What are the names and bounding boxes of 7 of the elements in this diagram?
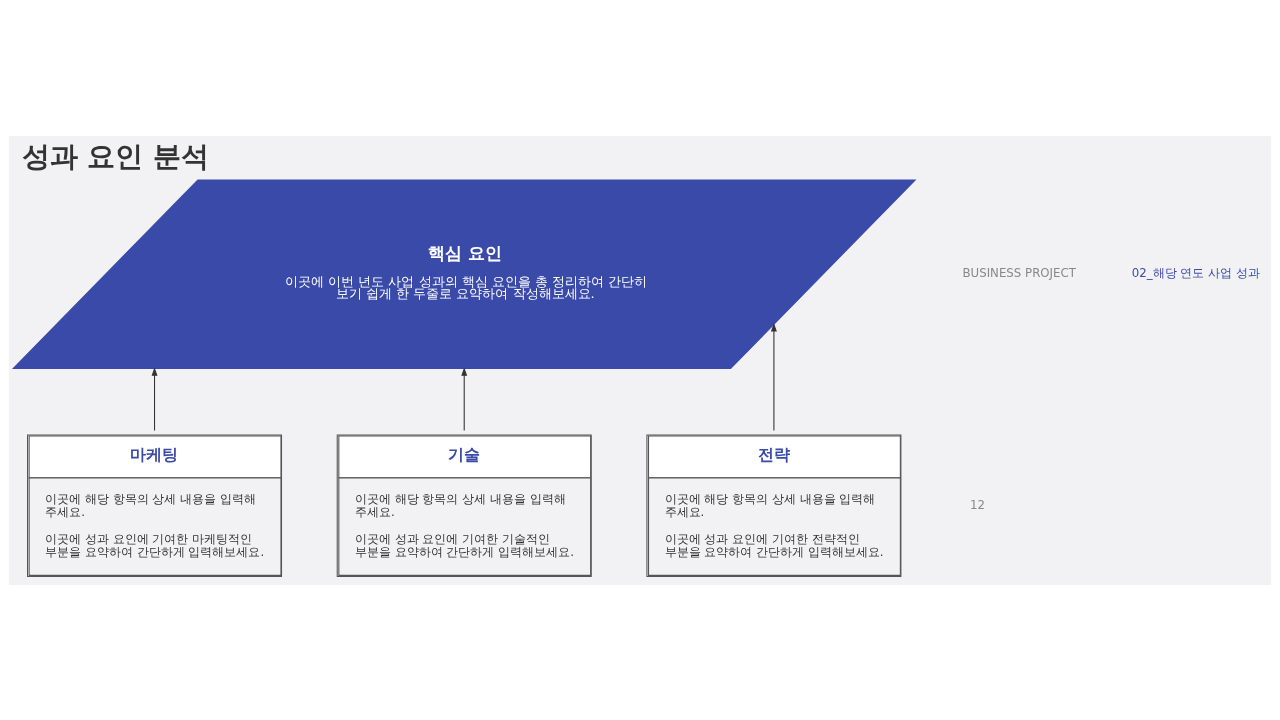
- arrow: [461, 366, 468, 431]
- label: BUSINESS PROJECT: [962, 265, 1076, 280]
- label: 02_해당 연도 사업 성과: [1131, 265, 1260, 280]
- arrow: [770, 322, 777, 431]
- arrow: [151, 366, 158, 431]
- diagram-title: 성과 요인 분석: [21, 139, 210, 173]
- label: 12: [970, 497, 985, 512]
